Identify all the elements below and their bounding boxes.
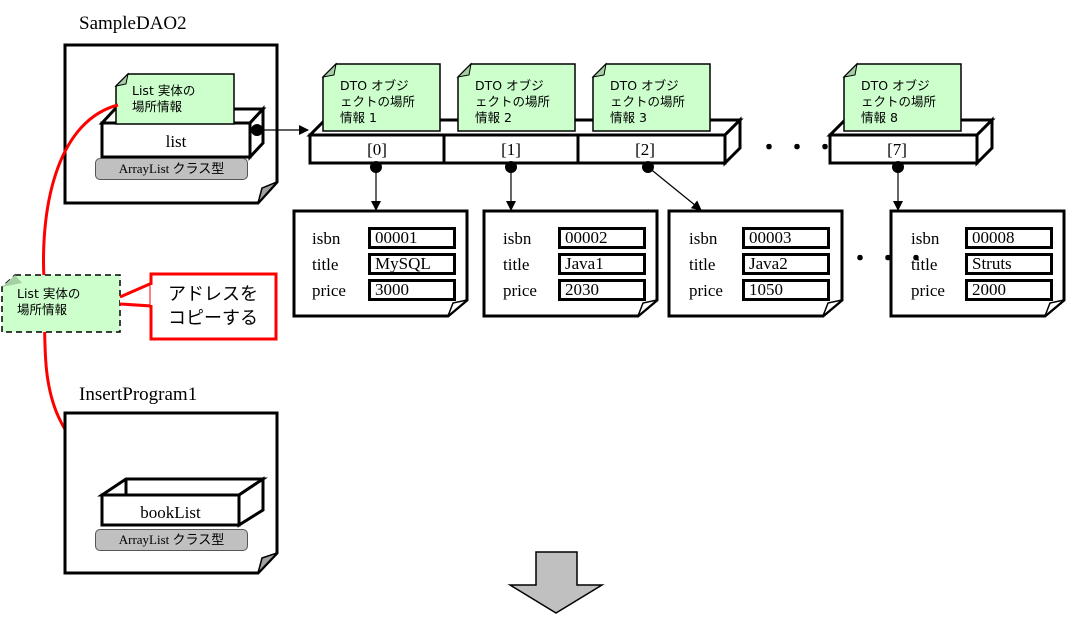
dto-ellipsis: ・・・ bbox=[849, 246, 934, 271]
price-value: 2030 bbox=[558, 279, 646, 301]
callout-text: アドレスを コピーする bbox=[168, 284, 258, 329]
booklist-type-badge: ArrayList クラス型 bbox=[95, 529, 248, 551]
callout-box bbox=[149, 272, 278, 341]
field-label-title: title bbox=[911, 255, 938, 274]
callout-pointer bbox=[119, 280, 154, 308]
copied-note-text: List 実体の 場所情報 bbox=[17, 286, 81, 317]
title-value: MySQL bbox=[368, 253, 456, 275]
field-label-isbn: isbn bbox=[312, 229, 341, 248]
field-label-title: title bbox=[312, 255, 339, 274]
title-value: Java2 bbox=[742, 253, 830, 275]
dto-address-notes bbox=[321, 62, 962, 132]
list-type-badge: ArrayList クラス型 bbox=[95, 158, 248, 180]
array-index-7: [7] bbox=[887, 140, 907, 159]
booklist-variable-label: bookList bbox=[140, 503, 201, 522]
copied-address-note bbox=[1, 274, 121, 333]
price-value: 1050 bbox=[742, 279, 830, 301]
array-index-0: [0] bbox=[367, 140, 387, 159]
array-index-1: [1] bbox=[501, 140, 521, 159]
field-label-isbn: isbn bbox=[911, 229, 940, 248]
list-address-note-text: List 実体の 場所情報 bbox=[132, 83, 196, 114]
field-label-price: price bbox=[312, 281, 346, 300]
copied-note-fold bbox=[2, 275, 22, 287]
field-label-price: price bbox=[503, 281, 537, 300]
title-value: Java1 bbox=[558, 253, 646, 275]
isbn-value: 00001 bbox=[368, 227, 456, 249]
isbn-value: 00003 bbox=[742, 227, 830, 249]
title-value: Struts bbox=[965, 253, 1053, 275]
sample-dao-fold bbox=[257, 181, 278, 204]
dto-note-0: DTO オブジ ェクトの場所 情報 1 bbox=[340, 78, 416, 125]
sample-dao-title: SampleDAO2 bbox=[79, 13, 187, 34]
field-label-isbn: isbn bbox=[503, 229, 532, 248]
list-variable-label: list bbox=[165, 132, 187, 151]
field-label-isbn: isbn bbox=[689, 229, 718, 248]
dto-pointers bbox=[370, 161, 904, 211]
insert-program-fold bbox=[257, 552, 278, 574]
note-fold bbox=[114, 72, 129, 87]
isbn-value: 00008 bbox=[965, 227, 1053, 249]
field-label-price: price bbox=[689, 281, 723, 300]
price-value: 2000 bbox=[965, 279, 1053, 301]
field-label-price: price bbox=[911, 281, 945, 300]
dto-note-1: DTO オブジ ェクトの場所 情報 2 bbox=[475, 78, 551, 125]
array-index-2: [2] bbox=[635, 140, 655, 159]
price-value: 3000 bbox=[368, 279, 456, 301]
field-label-title: title bbox=[503, 255, 530, 274]
insert-program-title: InsertProgram1 bbox=[79, 384, 198, 405]
dto-note-2: DTO オブジ ェクトの場所 情報 3 bbox=[610, 78, 686, 125]
isbn-value: 00002 bbox=[558, 227, 646, 249]
booklist-variable-box bbox=[97, 476, 268, 528]
field-label-title: title bbox=[689, 255, 716, 274]
next-step-down-arrow bbox=[507, 551, 605, 614]
dto-note-7: DTO オブジ ェクトの場所 情報 8 bbox=[861, 78, 937, 125]
array-ellipsis: ・・・ bbox=[758, 135, 843, 160]
